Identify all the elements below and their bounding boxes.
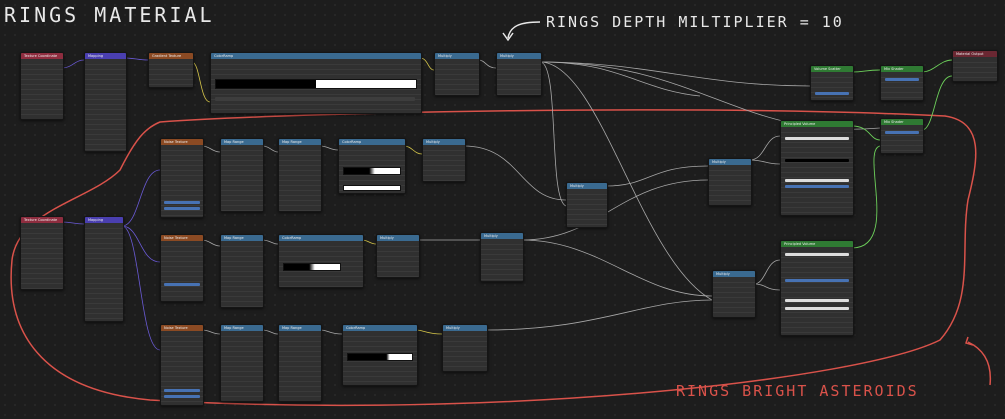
node-maprange-1a[interactable]: Map Range — [220, 138, 264, 212]
node-gradient-texture[interactable]: Gradient Texture — [148, 52, 194, 88]
node-multiply-3[interactable]: Multiply — [442, 324, 488, 372]
node-multiply-mid[interactable]: Multiply — [566, 182, 608, 228]
node-material-output[interactable]: Material Output — [952, 50, 998, 82]
node-texcoord-bottom[interactable]: Texture Coordinate — [20, 216, 64, 290]
node-mix-shader-mid[interactable]: Mix Shader — [880, 118, 924, 154]
node-maprange-3b[interactable]: Map Range — [278, 324, 322, 402]
node-maprange-1b[interactable]: Map Range — [278, 138, 322, 212]
node-multiply-r1[interactable]: Multiply — [708, 158, 752, 206]
node-principled-2[interactable]: Principled Volume — [780, 240, 854, 336]
node-texcoord-top[interactable]: Texture Coordinate — [20, 52, 64, 120]
main-title: RINGS MATERIAL — [4, 3, 215, 27]
node-mix-shader-top[interactable]: Mix Shader — [880, 65, 924, 101]
node-colorramp-top[interactable]: ColorRamp — [210, 52, 422, 114]
node-math-top-1[interactable]: Multiply — [434, 52, 480, 96]
node-noise-3[interactable]: Noise Texture — [160, 324, 204, 406]
node-noise-2[interactable]: Noise Texture — [160, 234, 204, 302]
node-multiply-mid2[interactable]: Multiply — [480, 232, 524, 282]
node-colorramp-1[interactable]: ColorRamp — [338, 138, 406, 194]
node-colorramp-2[interactable]: ColorRamp — [278, 234, 364, 288]
node-maprange-3a[interactable]: Map Range — [220, 324, 264, 402]
node-maprange-2[interactable]: Map Range — [220, 234, 264, 308]
node-colorramp-3[interactable]: ColorRamp — [342, 324, 418, 386]
node-volume-scatter[interactable]: Volume Scatter — [810, 65, 854, 101]
node-noise-1[interactable]: Noise Texture — [160, 138, 204, 218]
node-mapping-top[interactable]: Mapping — [84, 52, 127, 152]
node-principled-1[interactable]: Principled Volume — [780, 120, 854, 216]
node-mapping-bottom[interactable]: Mapping — [84, 216, 124, 322]
node-math-top-2[interactable]: Multiply — [496, 52, 542, 96]
node-multiply-2[interactable]: Multiply — [376, 234, 420, 278]
node-multiply-r2[interactable]: Multiply — [712, 270, 756, 318]
node-multiply-1[interactable]: Multiply — [422, 138, 466, 182]
depth-note: RINGS DEPTH MILTIPLIER = 10 — [546, 13, 844, 31]
bright-note: RINGS BRIGHT ASTEROIDS — [676, 382, 919, 400]
